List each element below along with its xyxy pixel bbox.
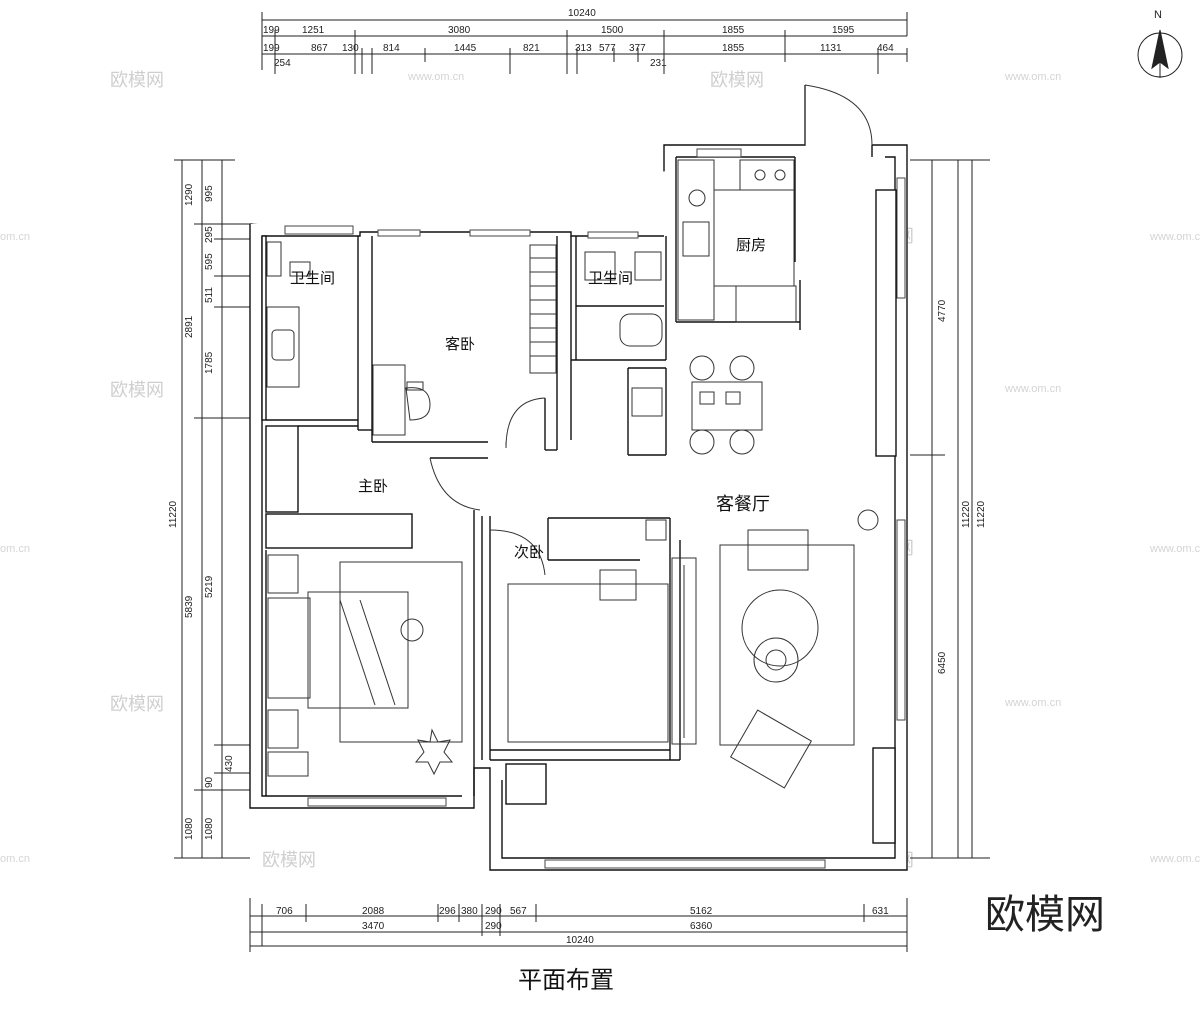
- furniture-left-bath: [266, 241, 311, 388]
- dim-label: 199: [263, 25, 280, 36]
- dim-label: 1080: [184, 817, 195, 840]
- brand-logo: 欧模网: [985, 892, 1105, 938]
- dim-label: 5162: [690, 906, 713, 917]
- top-dimension-labels: 10240 199 1251 3080 1500 1855 1595 199 8…: [263, 8, 894, 69]
- furniture-mid-bath: [584, 251, 663, 417]
- dim-label: 1290: [184, 183, 195, 206]
- dim-label: 254: [274, 58, 291, 69]
- room-label-guest-bedroom: 客卧: [445, 335, 475, 353]
- interior-walls: [261, 157, 897, 844]
- left-dimension-labels: 1290 2891 5839 1080 11220 995 295 595 51…: [168, 183, 235, 840]
- dim-label: 1080: [204, 817, 215, 840]
- dim-label: 377: [629, 43, 646, 54]
- watermark-url: www.om.cn: [1004, 383, 1061, 395]
- bottom-dimension-lines: [249, 898, 908, 952]
- dim-label: 199: [263, 43, 280, 54]
- watermark-url: www.om.cn: [1004, 697, 1061, 709]
- room-label-master-bedroom: 主卧: [358, 477, 388, 495]
- dim-label: 1251: [302, 25, 325, 36]
- dim-label: 995: [204, 185, 215, 202]
- watermark-text: 欧模网: [110, 380, 164, 401]
- dim-label: 6450: [937, 651, 948, 674]
- dim-label: 296: [439, 906, 456, 917]
- watermark-text: 欧模网: [110, 70, 164, 91]
- room-labels: 卫生间 客卧 卫生间 厨房 主卧 次卧 客餐厅: [290, 236, 770, 561]
- right-dimension-lines: [910, 159, 990, 859]
- dim-label: 290: [485, 906, 502, 917]
- furniture-dining: [689, 355, 763, 455]
- dim-label: 11220: [976, 500, 987, 528]
- dim-label: 3080: [448, 25, 471, 36]
- dim-label: 313: [575, 43, 592, 54]
- top-dimension-lines: [261, 12, 908, 74]
- furniture-living: [719, 509, 879, 789]
- dim-label: 11220: [168, 500, 179, 528]
- watermark-url: www.om.cn: [1004, 71, 1061, 83]
- watermark-url: www.om.cn: [1149, 853, 1200, 865]
- furniture-kitchen: [677, 159, 797, 323]
- plan-title: 平面布置: [518, 966, 614, 994]
- dim-label: 290: [485, 921, 502, 932]
- dim-label: 2891: [184, 315, 195, 338]
- dim-label: 130: [342, 43, 359, 54]
- watermark-text: 欧模网: [110, 694, 164, 715]
- dim-label: 380: [461, 906, 478, 917]
- dim-label: 577: [599, 43, 616, 54]
- dim-label: 2088: [362, 906, 385, 917]
- windows: [284, 148, 906, 869]
- dim-label: 10240: [566, 935, 594, 946]
- dim-label: 90: [204, 776, 215, 788]
- left-dimension-lines: [174, 159, 250, 859]
- watermark-url: www.om.cn: [407, 71, 464, 83]
- dim-label: 4770: [937, 299, 948, 322]
- dim-label: 567: [510, 906, 527, 917]
- dim-label: 631: [872, 906, 889, 917]
- room-label-bathroom-left: 卫生间: [290, 269, 335, 287]
- furniture-master-bedroom: [267, 554, 463, 777]
- exterior-walls: [249, 84, 908, 871]
- north-label: N: [1154, 9, 1162, 21]
- bottom-dimension-labels: 706 2088 296 380 290 567 5162 631 3470 2…: [276, 906, 889, 946]
- dim-label: 1855: [722, 43, 745, 54]
- dim-label: 821: [523, 43, 540, 54]
- dim-label: 1785: [204, 351, 215, 374]
- dim-label: 430: [224, 755, 235, 772]
- dim-label: 5219: [204, 575, 215, 598]
- dim-label: 5839: [184, 595, 195, 618]
- dim-label: 11220: [961, 500, 972, 528]
- dim-label: 231: [650, 58, 667, 69]
- dim-label: 1855: [722, 25, 745, 36]
- north-arrow: N: [1137, 9, 1183, 78]
- dim-label: 1445: [454, 43, 477, 54]
- watermark-url: om.cn: [0, 853, 30, 865]
- dim-label: 10240: [568, 8, 596, 19]
- watermark-url: www.om.cn: [1149, 231, 1200, 243]
- dim-label: 6360: [690, 921, 713, 932]
- dim-label: 867: [311, 43, 328, 54]
- room-label-kitchen: 厨房: [736, 236, 766, 254]
- room-label-living-dining: 客餐厅: [716, 494, 770, 515]
- dim-label: 295: [204, 226, 215, 243]
- watermark-text: 欧模网: [710, 70, 764, 91]
- dim-label: 511: [204, 287, 215, 303]
- dim-label: 1131: [820, 43, 842, 54]
- furniture-guest-bedroom: [372, 364, 431, 436]
- watermark-text: 欧模网: [262, 850, 316, 871]
- watermark-url: www.om.cn: [1149, 543, 1200, 555]
- dim-label: 3470: [362, 921, 385, 932]
- dim-label: 814: [383, 43, 400, 54]
- right-dimension-labels: 4770 6450 11220 11220: [937, 299, 987, 674]
- dim-label: 706: [276, 906, 293, 917]
- watermark-url: om.cn: [0, 543, 30, 555]
- dim-label: 1500: [601, 25, 624, 36]
- room-label-second-bedroom: 次卧: [514, 543, 544, 561]
- dim-label: 595: [204, 253, 215, 270]
- room-label-bathroom-mid: 卫生间: [588, 269, 633, 287]
- dim-label: 1595: [832, 25, 855, 36]
- furniture-second-bedroom: [507, 519, 697, 745]
- watermark-url: om.cn: [0, 231, 30, 243]
- dim-label: 464: [877, 43, 894, 54]
